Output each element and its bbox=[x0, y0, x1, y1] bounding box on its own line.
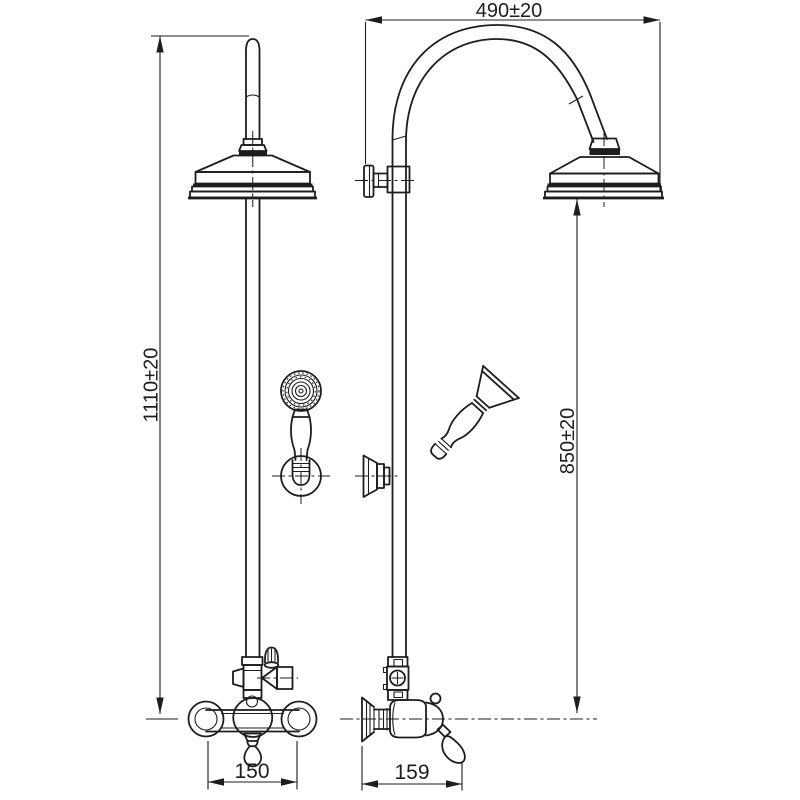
front-hand-shower bbox=[272, 370, 330, 504]
side-overhead-shower bbox=[543, 133, 664, 207]
dimension-valve-width: 150 bbox=[207, 741, 298, 790]
side-hand-shower-bracket bbox=[355, 454, 398, 498]
dimension-overall-height: 1110±20 bbox=[141, 35, 249, 720]
dim-label-valve-width: 150 bbox=[234, 760, 269, 783]
front-riser-pipe bbox=[245, 38, 261, 658]
hand-shower-handle bbox=[290, 408, 312, 486]
dim-label-overall-height: 1110±20 bbox=[141, 348, 163, 423]
diverter-knob bbox=[263, 646, 280, 669]
side-hand-shower bbox=[430, 365, 520, 460]
dimension-valve-depth: 159 bbox=[361, 746, 463, 791]
gooseneck-arm bbox=[391, 24, 608, 143]
front-view bbox=[187, 38, 330, 768]
dimension-head-height: 850±20 bbox=[557, 199, 581, 713]
front-mixer bbox=[187, 695, 318, 768]
dim-label-valve-depth: 159 bbox=[394, 761, 429, 784]
dim-label-head-height: 850±20 bbox=[557, 408, 579, 475]
side-riser-pipe bbox=[391, 135, 407, 658]
dim-label-top-width: 490±20 bbox=[476, 0, 543, 22]
side-view bbox=[340, 24, 664, 764]
hand-shower-wall-bracket bbox=[272, 448, 330, 504]
dimension-top-width: 490±20 bbox=[364, 0, 661, 191]
front-diverter bbox=[232, 646, 298, 699]
side-wall-bracket bbox=[355, 164, 416, 198]
hand-shower-face bbox=[280, 370, 322, 412]
mixer-lever-front bbox=[243, 732, 263, 768]
mixer-lever-side bbox=[436, 723, 466, 764]
side-mixer bbox=[340, 692, 597, 764]
side-diverter bbox=[382, 656, 410, 701]
front-overhead-shower bbox=[188, 131, 317, 207]
